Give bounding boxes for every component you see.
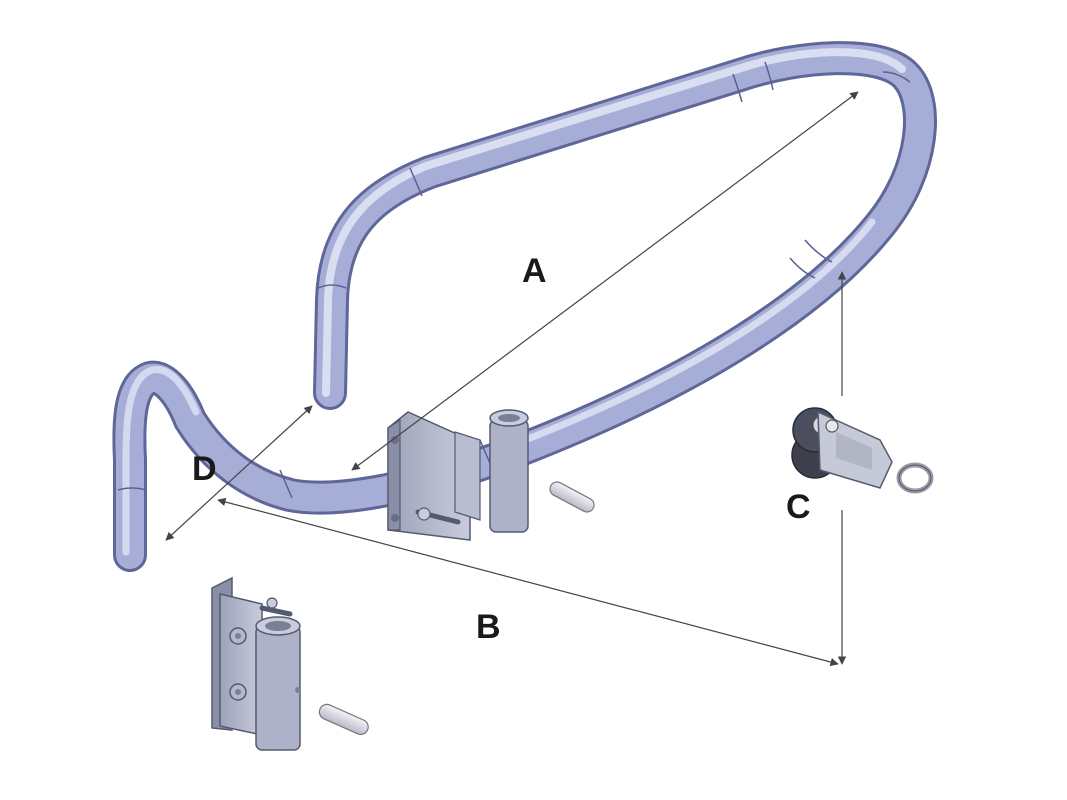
dimension-d-line [165, 405, 313, 541]
label-d: D [192, 450, 217, 488]
clevis-pin-1 [549, 481, 595, 513]
label-b: B [476, 608, 501, 646]
label-c: C [786, 488, 811, 526]
dimension-b-line [217, 497, 839, 667]
mounted-bracket [387, 409, 529, 541]
pulley-block [791, 407, 934, 494]
dimension-a-line [351, 91, 859, 471]
dimension-lines [165, 91, 859, 667]
clevis-pin-2 [318, 703, 369, 736]
loose-bracket [211, 576, 301, 751]
label-a: A [522, 252, 547, 290]
